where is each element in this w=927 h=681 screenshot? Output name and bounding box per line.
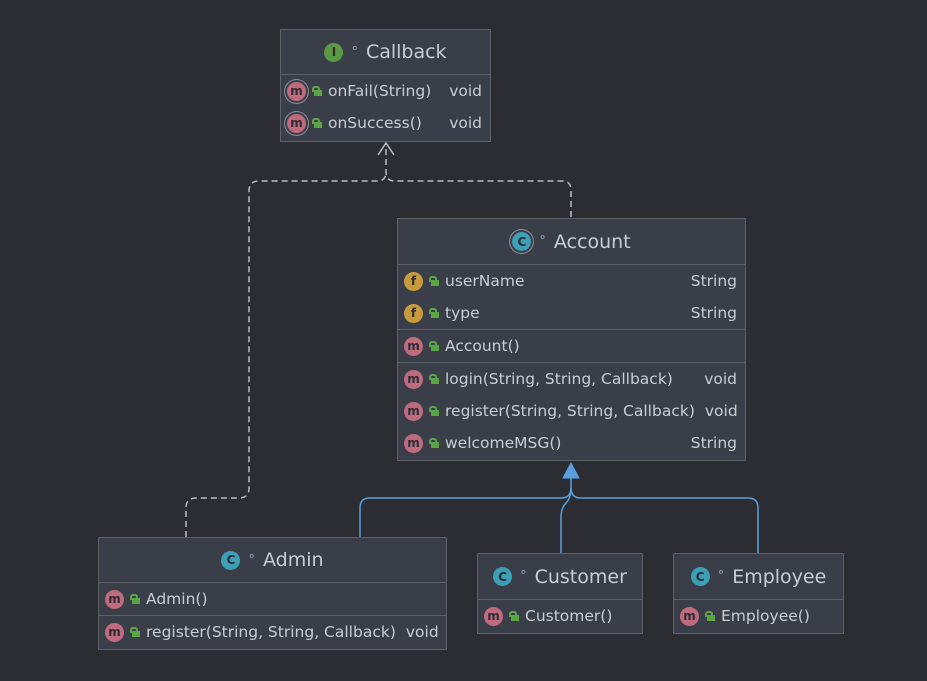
admin-title: Admin [262, 549, 324, 571]
field-type: String [690, 304, 737, 322]
public-lock-icon [429, 374, 439, 384]
method-type: void [449, 82, 482, 100]
dot-icon: ° [248, 552, 255, 568]
field-name: userName [445, 272, 525, 290]
method-type: void [449, 114, 482, 132]
account-header[interactable]: C ° Account [398, 219, 745, 265]
constructor-name: Admin() [146, 590, 208, 608]
account-title: Account [553, 230, 631, 253]
public-lock-icon [429, 341, 439, 351]
constructor-name: Employee() [721, 607, 810, 625]
public-lock-icon [130, 627, 140, 637]
public-lock-icon [429, 438, 439, 448]
method-name: login(String, String, Callback) [445, 370, 673, 388]
method-name: register(String, String, Callback) [146, 623, 396, 641]
constructor-name: Customer() [525, 607, 613, 625]
public-lock-icon [312, 118, 322, 128]
callback-class-box[interactable]: I ° Callback m onFail(String) void m onS… [280, 29, 491, 142]
constructor-row[interactable]: m Customer() [478, 600, 642, 632]
method-icon: m [404, 401, 423, 421]
method-row[interactable]: m login(String, String, Callback) void [398, 363, 745, 395]
abstract-class-icon: C [512, 232, 532, 251]
public-lock-icon [130, 594, 140, 604]
field-name: type [445, 304, 480, 322]
constructor-row[interactable]: m Account() [398, 330, 745, 362]
customer-class-box[interactable]: C ° Customer m Customer() [477, 553, 643, 634]
method-type: void [704, 370, 737, 388]
method-row[interactable]: m register(String, String, Callback) voi… [398, 395, 745, 427]
method-icon: m [287, 81, 306, 101]
method-row[interactable]: m welcomeMSG() String [398, 427, 745, 459]
account-constructors: m Account() [398, 330, 745, 363]
admin-extends-account-line [359, 478, 572, 537]
customer-header[interactable]: C ° Customer [478, 554, 642, 600]
dot-icon: ° [539, 234, 546, 249]
method-icon: m [105, 589, 124, 609]
method-name: onFail(String) [328, 82, 432, 100]
public-lock-icon [429, 406, 439, 416]
public-lock-icon [429, 276, 439, 286]
method-icon: m [404, 369, 423, 389]
implements-arrowhead [377, 141, 395, 156]
callback-methods: m onFail(String) void m onSuccess() void [281, 75, 490, 139]
employee-header[interactable]: C ° Employee [674, 554, 843, 600]
method-icon: m [105, 622, 124, 642]
field-icon: f [404, 303, 423, 323]
dot-icon: ° [520, 569, 527, 584]
constructor-row[interactable]: m Employee() [674, 600, 843, 632]
account-implements-callback-line [385, 143, 572, 217]
admin-header[interactable]: C ° Admin [99, 538, 446, 583]
constructor-name: Account() [445, 337, 520, 355]
extends-arrowhead [562, 461, 580, 479]
method-type: void [405, 623, 439, 641]
class-icon: C [493, 567, 513, 586]
public-lock-icon [705, 611, 715, 621]
account-class-box[interactable]: C ° Account f userName String f type Str… [397, 218, 746, 461]
class-icon: C [690, 567, 710, 586]
customer-title: Customer [534, 565, 627, 588]
field-row[interactable]: f userName String [398, 265, 745, 297]
public-lock-icon [312, 86, 322, 96]
employee-extends-account-line [570, 487, 759, 553]
account-methods: m login(String, String, Callback) void m… [398, 363, 745, 459]
method-icon: m [404, 336, 423, 356]
employee-title: Employee [732, 565, 827, 588]
method-name: register(String, String, Callback) [445, 402, 695, 420]
employee-constructors: m Employee() [674, 600, 843, 632]
class-icon: C [221, 550, 241, 570]
method-name: onSuccess() [328, 114, 422, 132]
method-row[interactable]: m register(String, String, Callback) voi… [99, 616, 446, 648]
admin-class-box[interactable]: C ° Admin m Admin() m register(String, S… [98, 537, 447, 650]
method-row[interactable]: m onFail(String) void [281, 75, 490, 107]
method-icon: m [287, 113, 306, 133]
dot-icon: ° [351, 44, 358, 60]
constructor-row[interactable]: m Admin() [99, 583, 446, 615]
method-type: String [690, 434, 737, 452]
employee-class-box[interactable]: C ° Employee m Employee() [673, 553, 844, 634]
method-type: void [704, 402, 738, 420]
account-fields: f userName String f type String [398, 265, 745, 330]
method-icon: m [680, 606, 699, 626]
admin-constructors: m Admin() [99, 583, 446, 616]
public-lock-icon [429, 308, 439, 318]
public-lock-icon [509, 611, 519, 621]
method-icon: m [404, 433, 423, 453]
customer-extends-account-line [560, 487, 572, 553]
field-row[interactable]: f type String [398, 297, 745, 329]
customer-constructors: m Customer() [478, 600, 642, 632]
callback-header[interactable]: I ° Callback [281, 30, 490, 75]
method-name: welcomeMSG() [445, 434, 562, 452]
callback-title: Callback [365, 41, 447, 63]
method-row[interactable]: m onSuccess() void [281, 107, 490, 139]
field-type: String [690, 272, 737, 290]
admin-implements-callback-line [185, 171, 387, 537]
field-icon: f [404, 271, 423, 291]
method-icon: m [484, 606, 503, 626]
interface-icon: I [324, 42, 344, 62]
admin-methods: m register(String, String, Callback) voi… [99, 616, 446, 648]
dot-icon: ° [717, 569, 725, 584]
